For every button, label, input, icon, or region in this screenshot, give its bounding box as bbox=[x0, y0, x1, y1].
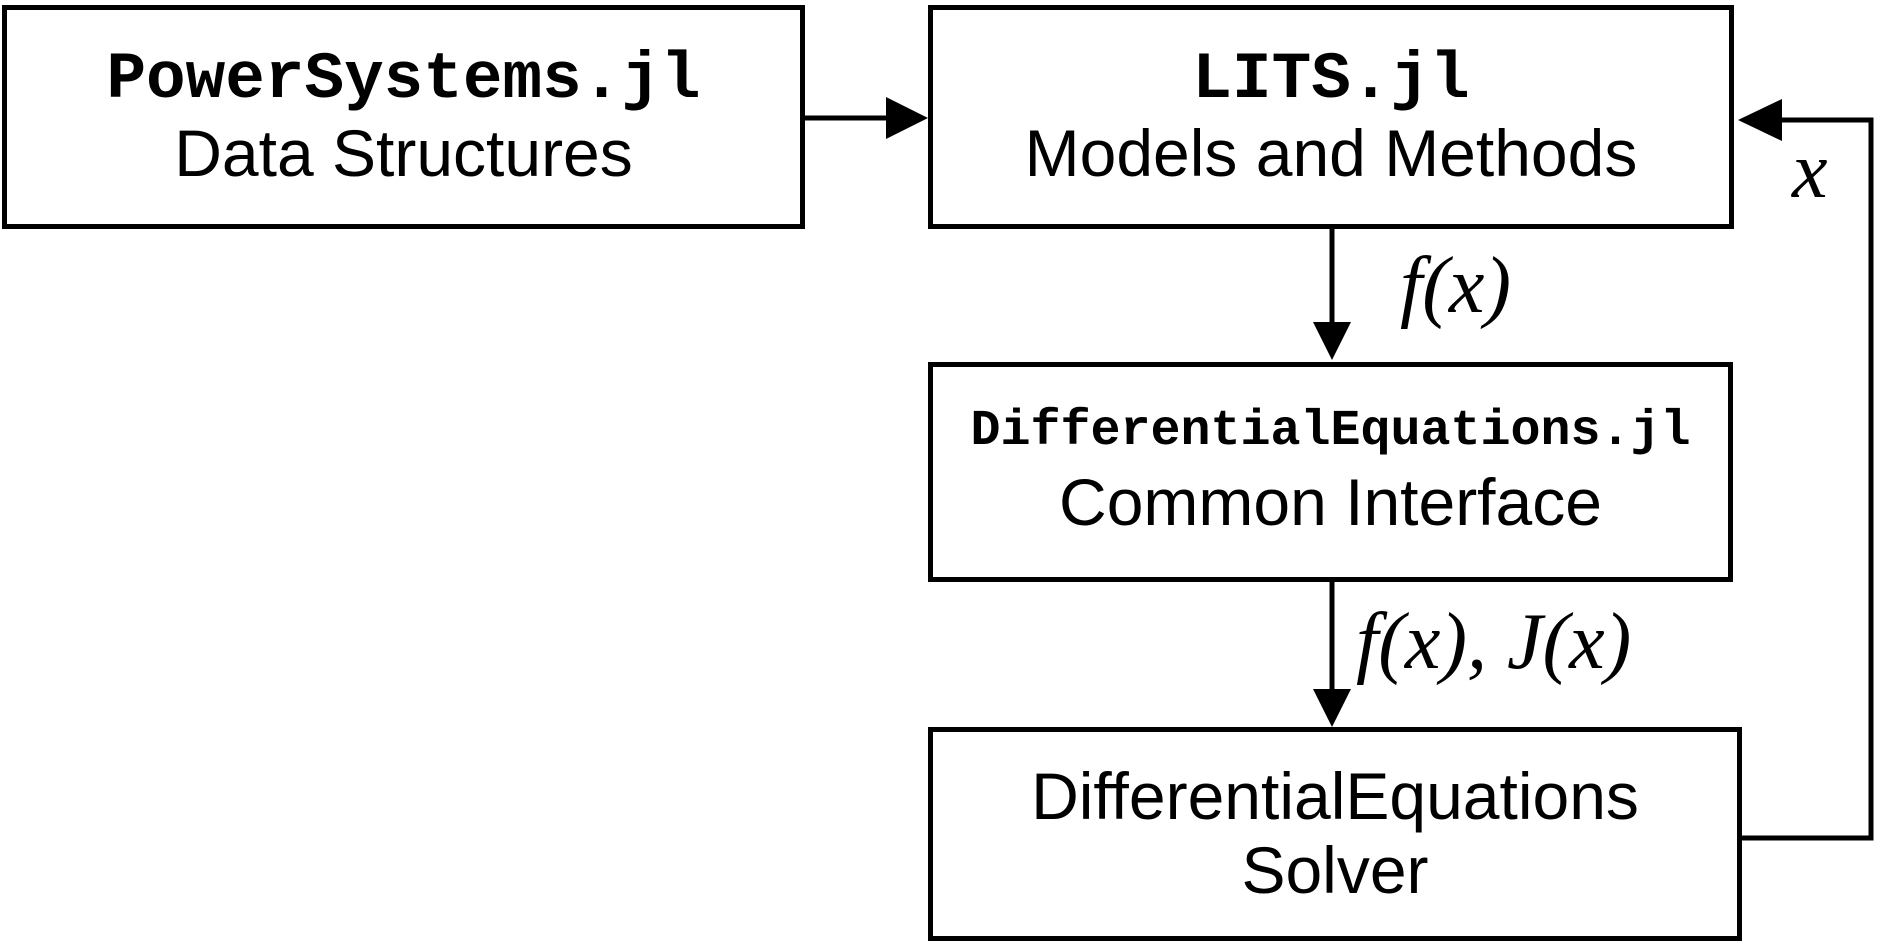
arrow-interface-to-solver bbox=[1313, 582, 1351, 727]
box-lits-subtitle: Models and Methods bbox=[1024, 116, 1638, 190]
box-diffeq-solver-subtitle: Solver bbox=[1241, 833, 1429, 907]
edge-label-fx-jx: f(x), J(x) bbox=[1356, 598, 1632, 686]
box-lits: LITS.jl Models and Methods bbox=[928, 5, 1734, 229]
box-powersystems-title: PowerSystems.jl bbox=[106, 42, 701, 118]
box-diffeq-interface-subtitle: Common Interface bbox=[1059, 465, 1602, 540]
arrow-lits-to-interface bbox=[1313, 228, 1351, 360]
arrow-solver-to-lits-feedback bbox=[1738, 99, 1874, 841]
box-powersystems-subtitle: Data Structures bbox=[174, 116, 633, 190]
box-diffeq-interface-title: DifferentialEquations.jl bbox=[970, 403, 1691, 461]
box-powersystems: PowerSystems.jl Data Structures bbox=[2, 5, 805, 229]
box-diffeq-interface: DifferentialEquations.jl Common Interfac… bbox=[928, 362, 1733, 582]
box-diffeq-solver: DifferentialEquations Solver bbox=[928, 727, 1742, 941]
edge-label-fx: f(x) bbox=[1400, 242, 1512, 330]
box-lits-title: LITS.jl bbox=[1192, 42, 1470, 118]
box-diffeq-solver-title: DifferentialEquations bbox=[1031, 759, 1639, 834]
edge-label-x: x bbox=[1792, 127, 1828, 215]
arrow-powersystems-to-lits bbox=[805, 97, 928, 139]
